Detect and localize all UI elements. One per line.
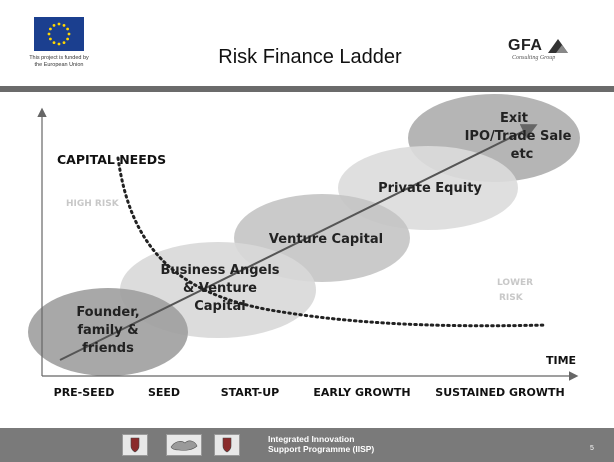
page-number: 5 [590,445,594,452]
crest-icon [222,437,232,453]
stage-ellipse-founder [28,288,188,376]
map-icon [170,440,198,451]
footer-line2: Support Programme (IISP) [268,444,375,454]
phase-pre-seed: PRE-SEED [54,386,115,399]
stage-business-angels-line1: Business Angels [160,263,279,278]
lower-risk-label-line2: RISK [499,293,524,303]
gfa-logo: GFA Consulting Group [508,37,580,67]
eu-caption-line1: This project is funded by [29,55,89,61]
footer-line1: Integrated Innovation [268,434,355,444]
high-risk-label: HIGH RISK [66,199,120,209]
stage-business-angels-line2: & Venture [183,281,257,296]
capital-needs-label: CAPITAL NEEDS [57,152,166,167]
stage-business-angels-line3: Capital [194,299,246,314]
stage-exit-line1: Exit [500,111,528,126]
slide-header: This project is funded by the European U… [0,0,614,86]
phase-seed: SEED [148,386,180,399]
lower-risk-label-line1: LOWER [497,278,533,288]
stage-exit-line3: etc [511,147,534,162]
phase-sustained-growth: SUSTAINED GROWTH [435,386,564,399]
growth-arrow [59,124,538,361]
partner-logo-3-icon [214,434,240,456]
stage-founder-line3: friends [82,341,134,356]
gfa-triangle-icon [548,39,568,53]
eu-funding-caption: This project is funded by the European U… [4,55,114,69]
stage-exit-line2: IPO/Trade Sale [465,129,572,144]
stage-founder-line1: Founder, [76,305,139,320]
phase-start-up: START-UP [221,386,280,399]
partner-logo-2-icon [166,434,202,456]
stage-founder-line2: family & [77,323,138,338]
eu-caption-line2: the European Union [34,62,84,68]
eu-stars-icon [47,22,71,46]
partner-logo-1-icon [122,434,148,456]
stage-private-equity: Private Equity [378,181,482,196]
risk-finance-ladder-diagram: CAPITAL NEEDS HIGH RISK LOWER RISK TIME … [0,92,614,428]
time-label: TIME [546,354,576,367]
header-divider [0,86,614,92]
slide-footer: Integrated Innovation Support Programme … [0,428,614,462]
footer-programme-name: Integrated Innovation Support Programme … [268,434,374,454]
slide-title: Risk Finance Ladder [218,46,402,68]
eu-flag-icon [34,17,84,51]
phase-early-growth: EARLY GROWTH [313,386,410,399]
ladder-svg: CAPITAL NEEDS HIGH RISK LOWER RISK TIME … [28,94,580,399]
risk-curve [116,156,548,328]
gfa-logo-text: GFA [508,37,543,54]
crest-icon [130,437,140,453]
stage-venture-capital: Venture Capital [269,232,383,247]
gfa-logo-subtitle: Consulting Group [512,55,556,61]
